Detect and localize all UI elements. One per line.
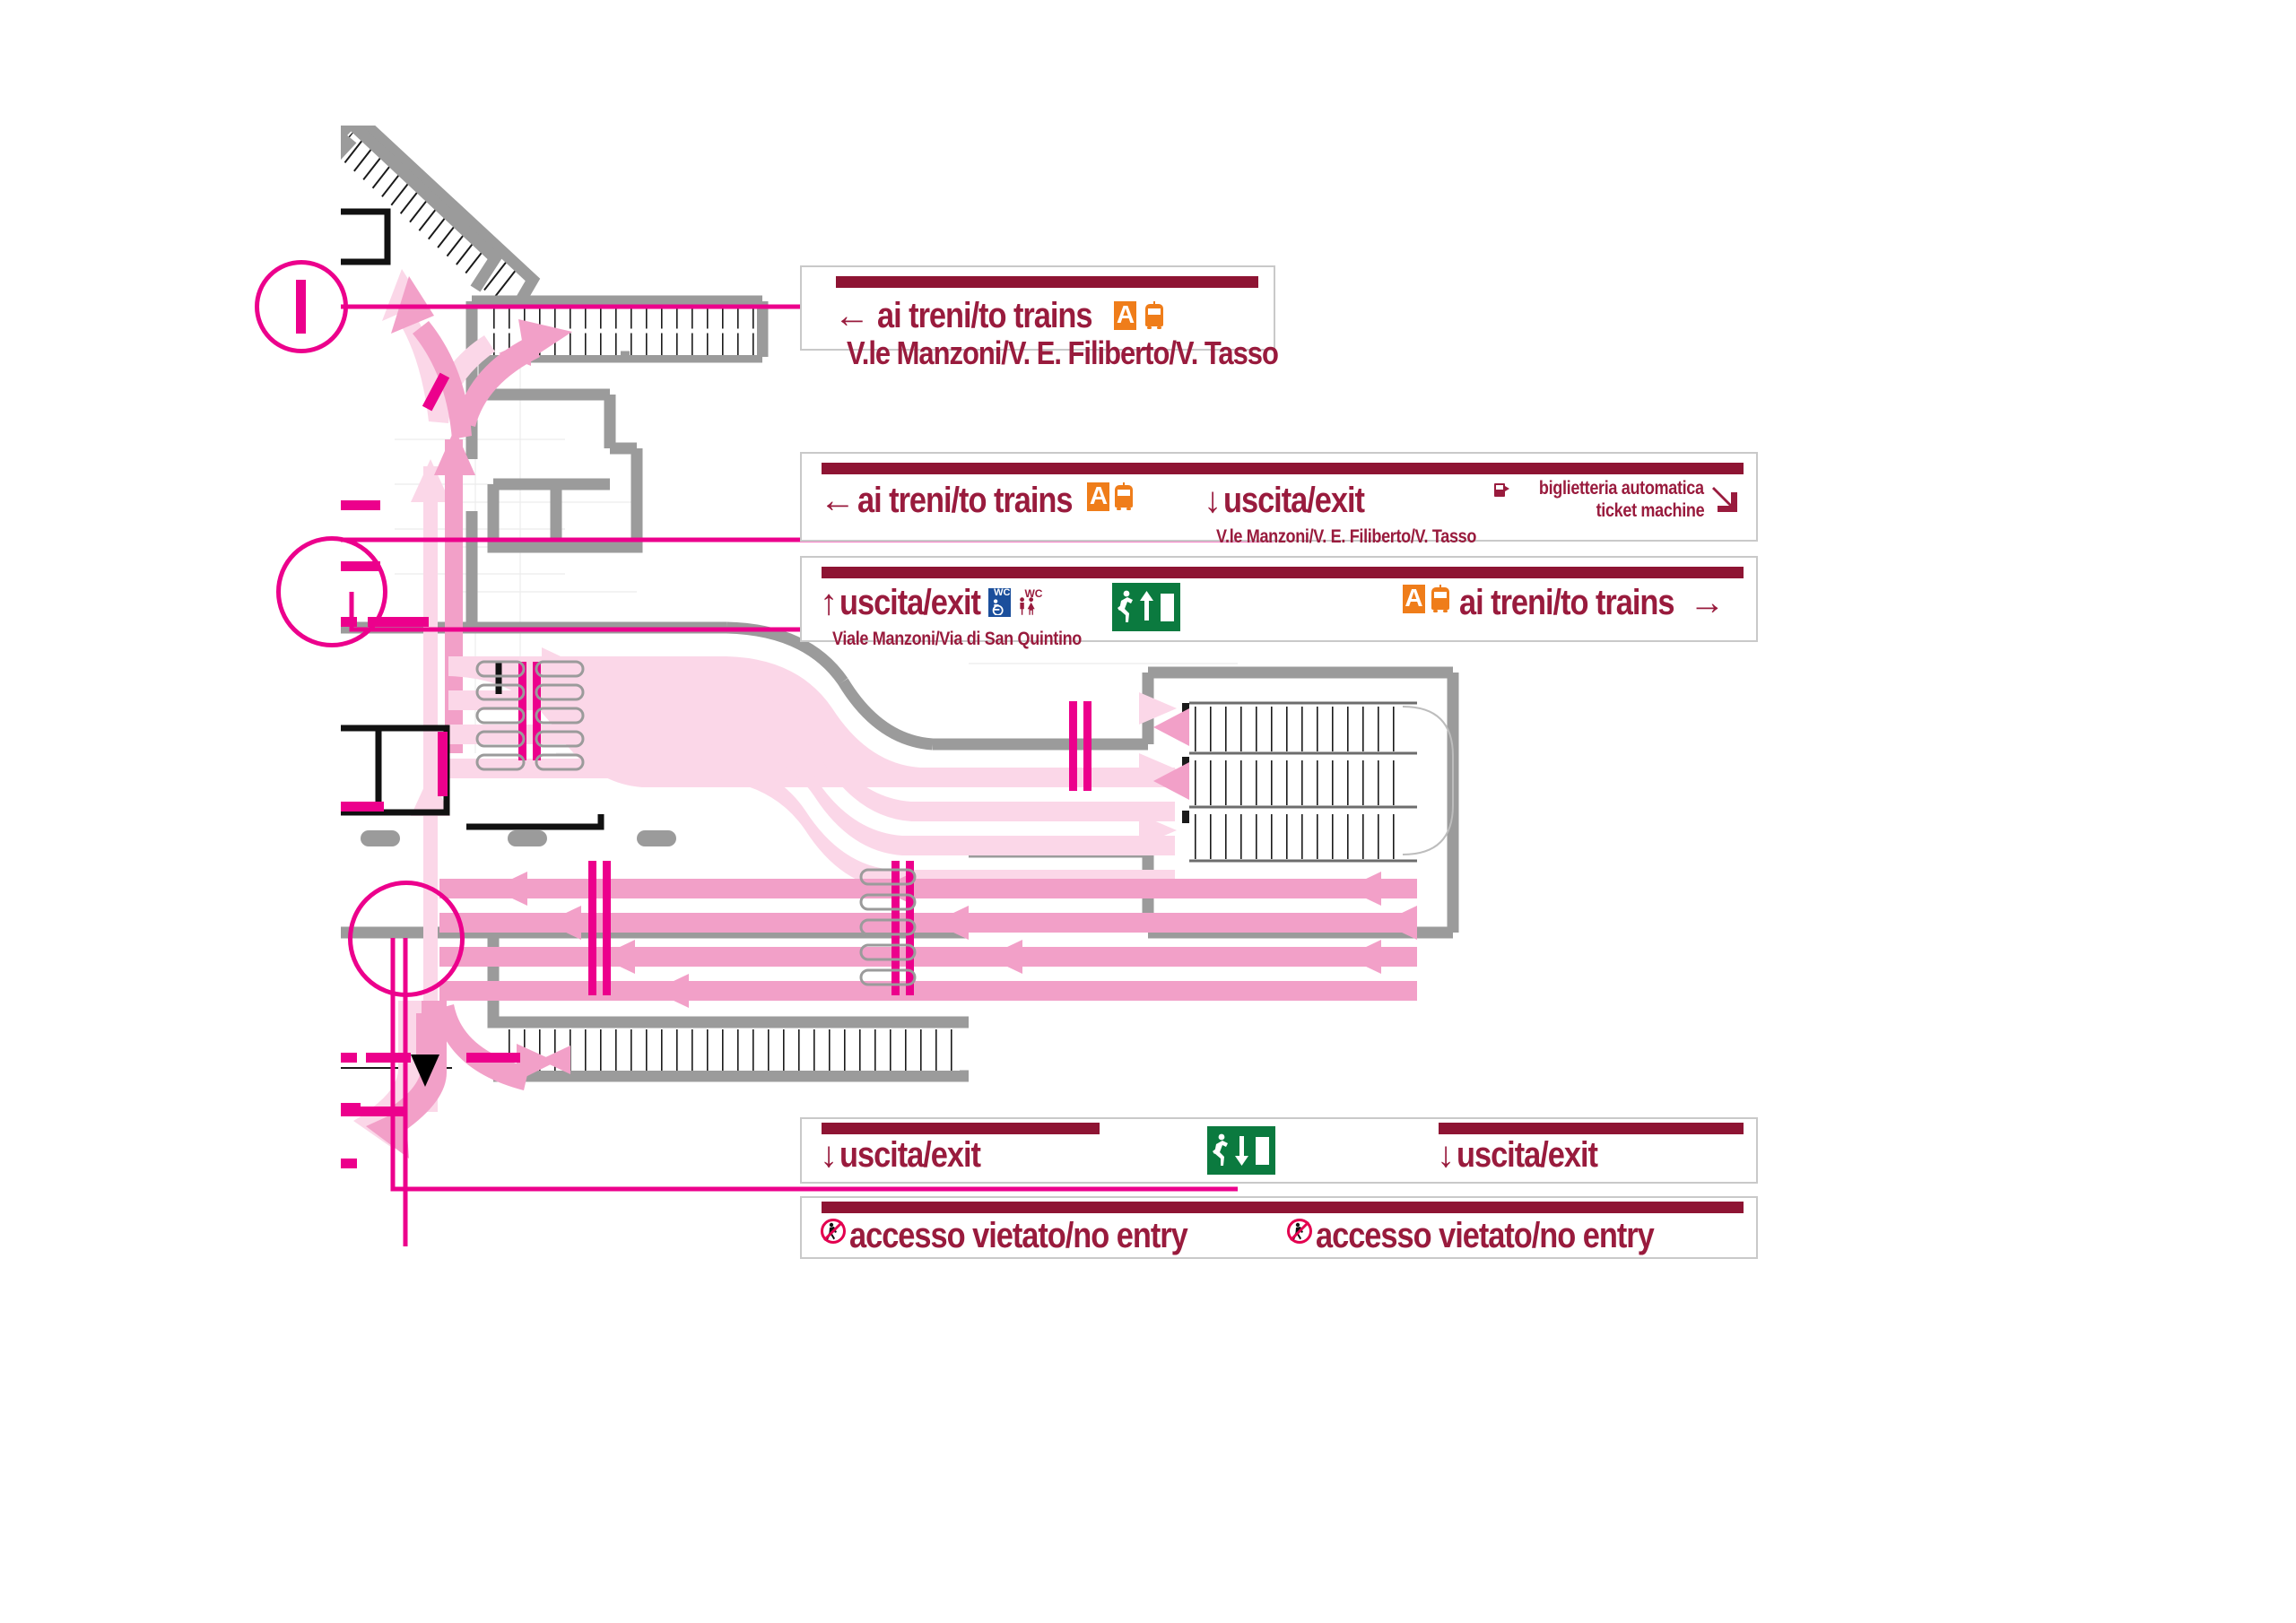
corridor-lower-right	[487, 933, 969, 1082]
sign1-row1: ← ai treni/to trains A	[834, 298, 1166, 334]
tram-icon	[1112, 482, 1135, 511]
station-floor-plan	[227, 91, 1596, 1287]
sign2-ai-treni-label: ai treni/to trains	[857, 481, 1074, 520]
arrow-down-icon: ↓	[820, 1135, 838, 1175]
sign2-uscita-label: uscita/exit	[1223, 481, 1365, 520]
sign1-street-label: V.le Manzoni/V. E. Filiberto/V. Tasso	[847, 334, 1279, 371]
emergency-exit-up-icon	[1112, 583, 1180, 631]
sign-marker-1	[296, 280, 306, 334]
flow-arrows-hall-left	[439, 872, 1417, 1008]
wc-accessible-icon: WC	[988, 588, 1012, 617]
sign4-uscita-right-group: ↓ uscita/exit	[1437, 1137, 1620, 1173]
sign2-biglietteria-line1: biglietteria automatica	[1539, 478, 1704, 499]
wc-icon: WC	[1015, 588, 1042, 617]
sign3-ai-treni-label: ai treni/to trains	[1459, 583, 1675, 622]
arrow-up-icon: ↑	[820, 583, 838, 622]
floor-plan-svg	[227, 91, 1459, 1287]
sign4-uscita-right-label: uscita/exit	[1457, 1135, 1598, 1175]
sign5-no-entry-left-group: accesso vietato/no entry	[820, 1218, 1242, 1254]
sign-uscita-quintino-ai-treni[interactable]: ↑ uscita/exit WC WC Viale Manzoni/Via di…	[800, 556, 1758, 648]
sign2-biglietteria-group: biglietteria automatica ticket machine	[1417, 479, 1740, 521]
escalators-right	[1182, 701, 1454, 863]
sign-top-bar	[822, 1202, 1744, 1213]
ticket-machine-icon	[1494, 482, 1510, 500]
arrow-left-icon: ←	[834, 296, 870, 335]
sign3-uscita-label: uscita/exit	[839, 583, 981, 622]
arrow-down-icon: ↓	[1437, 1135, 1455, 1175]
sign-accesso-vietato-double[interactable]: accesso vietato/no entry accesso vietato…	[800, 1196, 1758, 1259]
sign-top-bar-left	[822, 1123, 1100, 1134]
sign2-ai-treni-group: ← ai treni/to trains A	[820, 482, 1135, 518]
sign-top-bar	[822, 567, 1744, 578]
sign3-uscita-group: ↑ uscita/exit WC WC Viale Manzoni/Via di…	[820, 585, 1122, 648]
tram-icon	[1143, 301, 1166, 330]
no-pedestrian-icon	[820, 1218, 847, 1249]
sign2-uscita-sub: V.le Manzoni/V. E. Filiberto/V. Tasso	[1216, 526, 1477, 547]
sign1-main-label: ai treni/to trains	[877, 296, 1093, 335]
metro-line-a-badge: A	[1114, 301, 1137, 330]
arrow-right-icon: →	[1689, 583, 1726, 622]
callout-marker-1[interactable]	[255, 260, 348, 353]
sign-top-bar	[836, 276, 1258, 288]
sign2-uscita-group: ↓ uscita/exit V.le Manzoni/V. E. Filiber…	[1204, 482, 1518, 546]
sign4-uscita-left-label: uscita/exit	[839, 1135, 981, 1175]
sign3-uscita-sub: Viale Manzoni/Via di San Quintino	[832, 629, 1082, 649]
emergency-exit-down-icon	[1207, 1126, 1275, 1175]
sign-ai-treni-manzoni[interactable]: ← ai treni/to trains A V.le Manzoni/V. E…	[800, 265, 1279, 369]
metro-line-a-badge: A	[1087, 482, 1110, 511]
arrow-down-icon: ↓	[1204, 481, 1222, 520]
arrow-diagonal-down-right-icon	[1709, 481, 1740, 521]
tram-icon	[1429, 585, 1452, 613]
sign-uscita-exit-double[interactable]: ↓ uscita/exit ↓ uscita/exit	[800, 1117, 1758, 1184]
arrow-left-icon: ←	[820, 481, 856, 520]
gate-bodies	[475, 660, 917, 986]
sign5-no-entry-right-label: accesso vietato/no entry	[1316, 1216, 1655, 1255]
callout-marker-2[interactable]	[276, 536, 387, 647]
callout-marker-3[interactable]	[348, 881, 465, 997]
sign2-biglietteria-line2: ticket machine	[1596, 500, 1704, 521]
sign1-row2: V.le Manzoni/V. E. Filiberto/V. Tasso	[847, 337, 1348, 369]
metro-line-a-badge: A	[1403, 585, 1425, 613]
sign4-uscita-left-group: ↓ uscita/exit	[820, 1137, 1003, 1173]
sign-top-bar	[822, 463, 1744, 474]
stairs-upper-left	[290, 91, 541, 305]
sign5-no-entry-right-group: accesso vietato/no entry	[1286, 1218, 1709, 1254]
interior-furniture	[361, 830, 676, 846]
sign3-ai-treni-group: A ai treni/to trains →	[1403, 585, 1725, 621]
sign-ai-treni-uscita-biglietteria[interactable]: ← ai treni/to trains A ↓ uscita/exit V.l…	[800, 452, 1758, 546]
floor-plan-geometry	[227, 91, 1459, 1287]
no-pedestrian-icon	[1286, 1218, 1313, 1249]
sign5-no-entry-left-label: accesso vietato/no entry	[849, 1216, 1188, 1255]
flow-arrows-right-escalator	[1153, 708, 1189, 800]
sign-top-bar-right	[1439, 1123, 1744, 1134]
